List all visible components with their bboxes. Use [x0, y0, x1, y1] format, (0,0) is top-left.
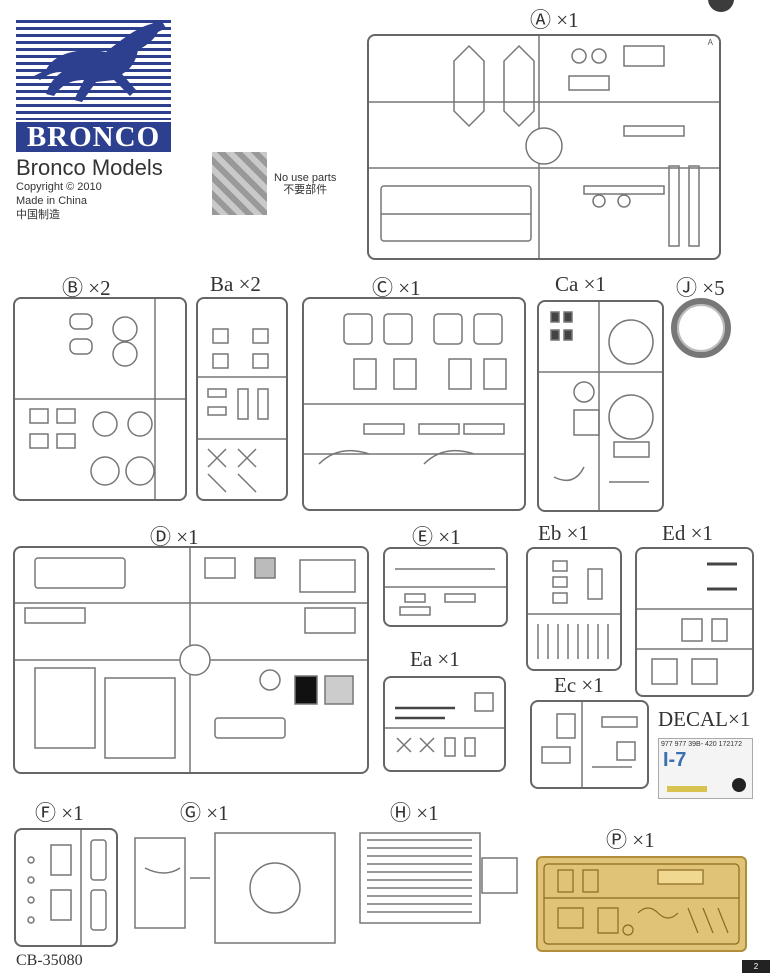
sprue-title-ca: Ca ×1	[555, 272, 606, 296]
sprue-title-eb: Eb ×1	[538, 521, 589, 545]
sprue-title-a: Ⓐ ×1	[530, 8, 579, 32]
sprue-title-e: Ⓔ ×1	[412, 525, 461, 549]
sprue-e	[383, 547, 508, 627]
no-use-label: No use parts 不要部件	[274, 172, 337, 196]
brand-block: BRONCO Bronco Models Copyright © 2010 Ma…	[16, 10, 176, 222]
no-use-swatch	[212, 152, 267, 215]
sprue-title-h: Ⓗ ×1	[390, 801, 439, 825]
sprue-title-d: Ⓓ ×1	[150, 525, 199, 549]
logo-word: BRONCO	[16, 122, 171, 152]
sprue-c	[302, 297, 526, 511]
brand-name: Bronco Models	[16, 155, 163, 180]
sprue-title-ec: Ec ×1	[554, 673, 604, 697]
sprue-ca	[537, 300, 664, 512]
sprue-b	[13, 297, 187, 501]
kit-code: CB-35080	[16, 952, 83, 969]
sprue-title-j: Ⓙ ×5	[676, 276, 725, 300]
sprue-f	[14, 828, 118, 947]
sprue-ea	[383, 676, 506, 772]
sprue-title-ed: Ed ×1	[662, 521, 713, 545]
page-number: 2	[742, 960, 770, 973]
sprue-title-c: Ⓒ ×1	[372, 276, 421, 300]
decal-title: DECAL×1	[658, 707, 751, 731]
sprue-ba	[196, 297, 288, 501]
sprue-title-ea: Ea ×1	[410, 647, 460, 671]
sprue-title-f: Ⓕ ×1	[35, 801, 84, 825]
decal-strip	[667, 786, 707, 792]
sprue-eb	[526, 547, 622, 671]
made-in-cn-text: 中国制造	[16, 209, 60, 221]
sprue-title-p: Ⓟ ×1	[606, 828, 655, 852]
sprue-title-g: Ⓖ ×1	[180, 801, 229, 825]
decal-big-marking: I-7	[663, 749, 687, 771]
corner-marker	[708, 0, 734, 12]
sprue-title-b: Ⓑ ×2	[62, 276, 111, 300]
sprue-ed	[635, 547, 754, 697]
sprue-d	[13, 546, 369, 774]
sprue-title-ba: Ba ×2	[210, 272, 261, 296]
sprue-g	[130, 828, 342, 948]
sprue-j-ring	[671, 298, 731, 358]
photo-etch-fret-p	[536, 856, 747, 952]
decal-code-line: 977 977 39B- 420 172172	[661, 741, 742, 748]
decal-sheet: 977 977 39B- 420 172172 I-7	[658, 738, 753, 799]
made-in-text: Made in China	[16, 195, 87, 207]
sprue-a: A	[367, 34, 721, 260]
sprue-ec	[530, 700, 649, 789]
copyright-text: Copyright © 2010	[16, 181, 102, 193]
bronco-logo: BRONCO	[16, 10, 171, 152]
skull-icon	[732, 778, 746, 792]
sprue-h	[357, 828, 522, 926]
horse-icon	[34, 20, 166, 102]
